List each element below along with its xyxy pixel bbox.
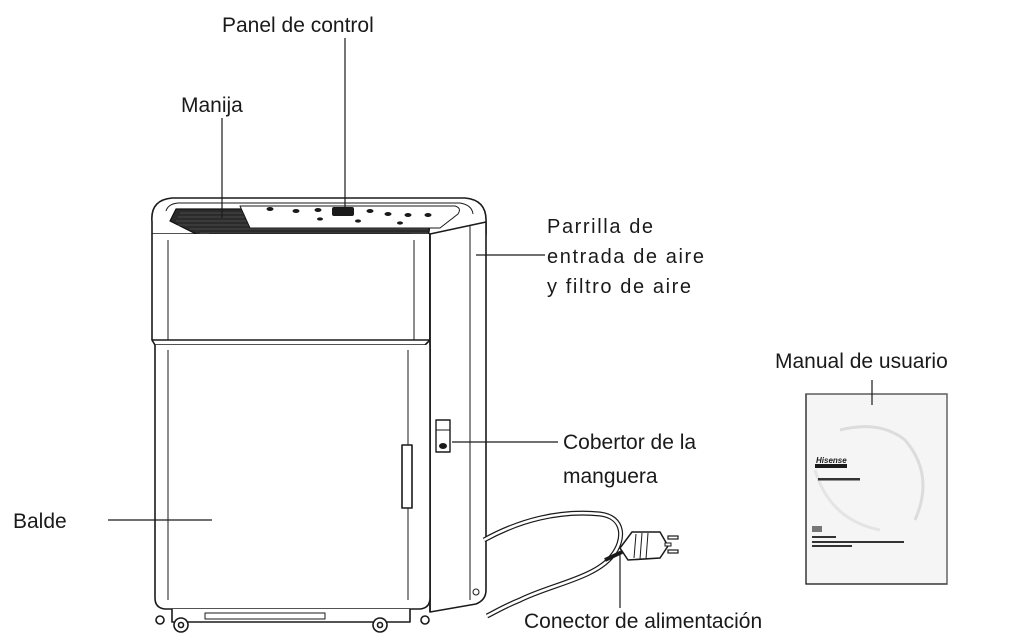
label-user-manual: Manual de usuario (775, 350, 948, 373)
label-hose-cover-line1: Cobertor de la (563, 431, 697, 454)
upper-body-front (151, 234, 431, 341)
top-lid-inner-edge (165, 202, 474, 215)
user-manual (805, 393, 948, 585)
label-bucket: Balde (13, 510, 67, 533)
manual-brand-logo: Hisense (816, 456, 847, 465)
bucket-front (154, 345, 431, 610)
hose-cover (435, 419, 451, 453)
power-cord (482, 510, 679, 619)
bucket-handle-recess (401, 444, 413, 509)
leader-lines (108, 38, 873, 608)
dehumidifier (151, 197, 487, 633)
label-handle: Manija (181, 94, 243, 117)
label-power-connector: Conector de alimentación (524, 610, 763, 633)
label-air-intake-line1: Parrilla de (547, 216, 655, 238)
plug (619, 531, 669, 561)
caster-wheels (155, 615, 430, 633)
label-air-intake-line3: y filtro de aire (547, 276, 693, 298)
label-control-panel: Panel de control (222, 14, 374, 37)
body-side (429, 221, 487, 613)
label-air-intake-line2: entrada de aire (547, 246, 706, 268)
label-hose-cover-line2: manguera (563, 465, 658, 488)
